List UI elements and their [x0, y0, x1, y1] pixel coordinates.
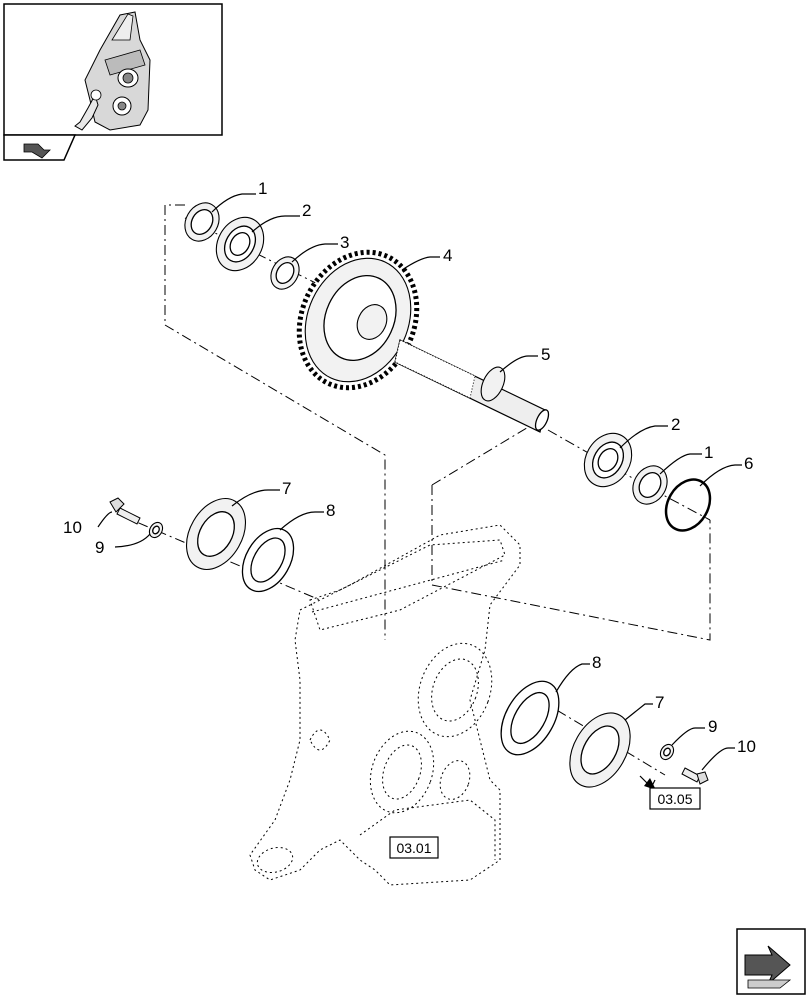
back-arrow-icon[interactable] — [3, 134, 77, 161]
callout-9-lower: 9 — [708, 717, 717, 736]
callout-1: 1 — [258, 179, 267, 198]
part-1-seal-ring-lower — [632, 465, 668, 505]
arrow-to-ref-0305 — [639, 775, 656, 790]
part-1-seal-ring — [184, 202, 220, 242]
gearbox-housing-thumbnail-icon — [74, 11, 151, 131]
part-4-gear — [296, 249, 420, 391]
part-3-spacer — [270, 256, 300, 290]
callout-2-lower: 2 — [671, 415, 680, 434]
part-6-circlip — [664, 478, 712, 532]
callout-6: 6 — [744, 454, 753, 473]
part-8-gasket — [241, 527, 295, 593]
callout-7-lower: 7 — [655, 693, 664, 712]
part-9-washer — [148, 521, 164, 539]
part-2-bearing — [215, 216, 265, 272]
callout-7: 7 — [282, 479, 291, 498]
gearbox-housing — [249, 524, 521, 886]
callout-8: 8 — [326, 501, 335, 520]
ref-0301-text: 03.01 — [396, 840, 431, 856]
leader-lines — [97, 193, 742, 787]
part-8-gasket-lower — [500, 680, 560, 756]
ref-box-0305[interactable]: 03.05 — [649, 787, 701, 810]
thumbnail-panel[interactable] — [3, 3, 223, 136]
part-2-bearing-lower — [583, 432, 633, 488]
ref-0305-text: 03.05 — [657, 791, 692, 807]
next-page-arrow-icon[interactable] — [736, 928, 806, 995]
callout-10: 10 — [63, 518, 82, 537]
callout-3: 3 — [340, 233, 349, 252]
part-5-shaft — [394, 339, 550, 433]
callout-4: 4 — [443, 246, 452, 265]
ref-box-0301[interactable]: 03.01 — [389, 836, 439, 859]
part-7-flange-lower — [569, 712, 631, 788]
part-9-washer-lower — [659, 743, 675, 761]
callout-10-lower: 10 — [737, 737, 756, 756]
callout-labels: 1 2 3 4 5 2 1 6 7 8 10 9 8 7 9 10 — [63, 179, 756, 756]
callout-5: 5 — [541, 345, 550, 364]
callout-8-lower: 8 — [592, 653, 601, 672]
part-10-bolt — [109, 497, 141, 525]
callout-2: 2 — [302, 201, 311, 220]
callout-1-lower: 1 — [704, 443, 713, 462]
part-7-flange — [185, 498, 247, 570]
callout-9: 9 — [95, 538, 104, 557]
part-10-bolt-lower — [681, 767, 709, 785]
